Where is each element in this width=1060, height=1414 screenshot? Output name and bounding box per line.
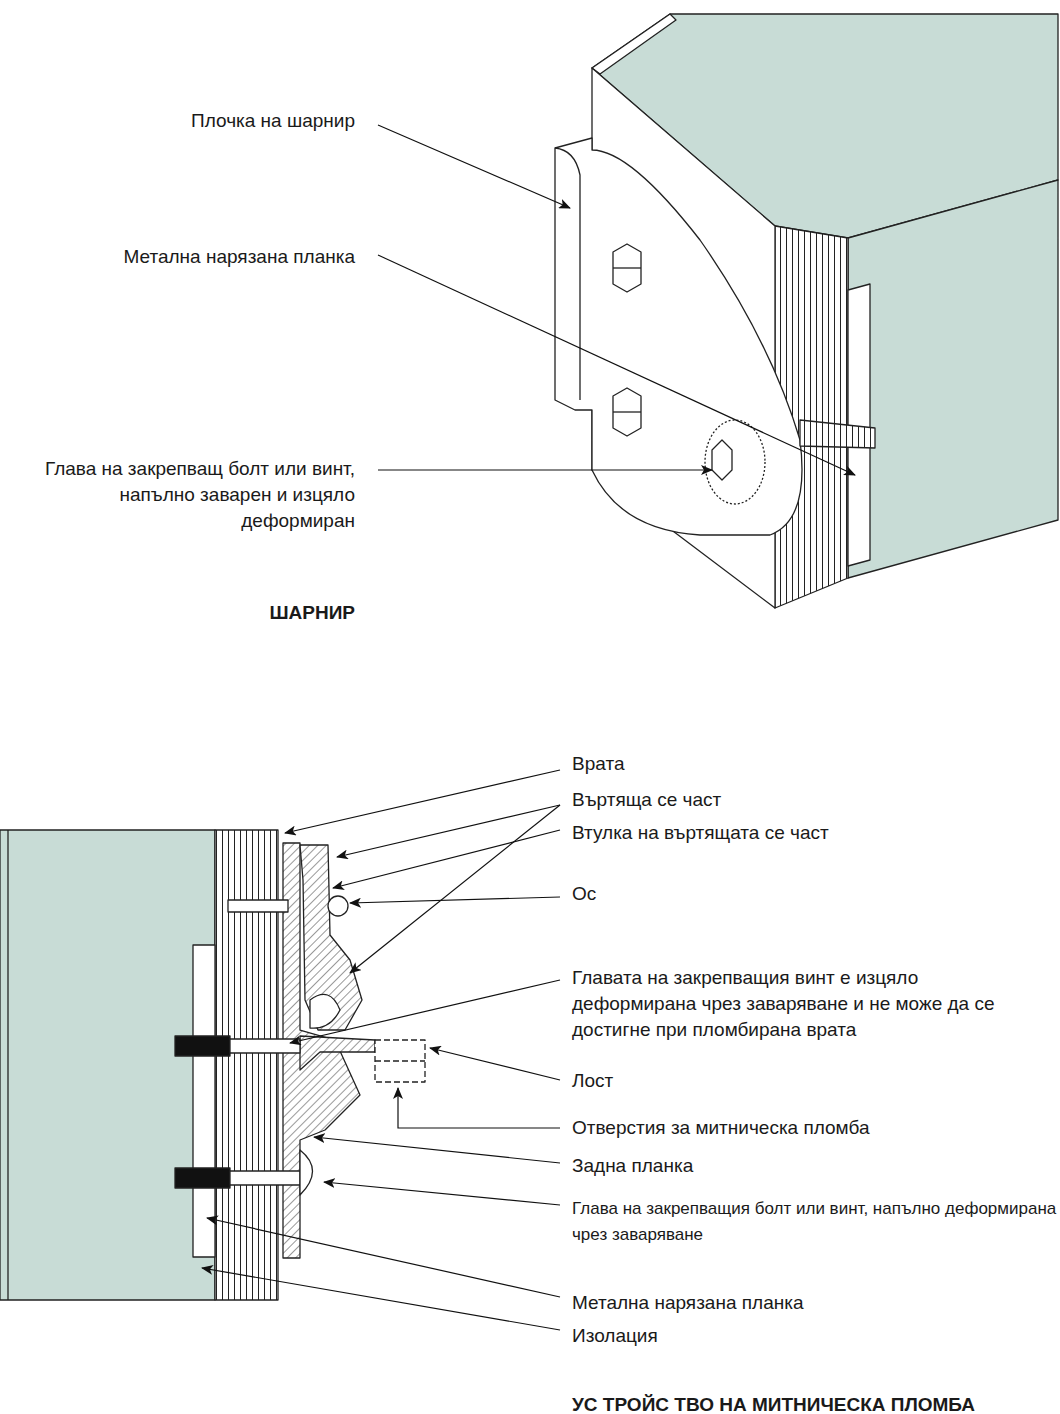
part-label: Врата [572, 751, 624, 777]
part-label: Ос [572, 881, 596, 907]
part-label: Отверстия за митническа пломба [572, 1115, 869, 1141]
part-label: Метална нарязана планка [572, 1290, 804, 1316]
part-label: Главата на закрепващия винт е изцяло деф… [572, 965, 1022, 1043]
part-label: Глава на закрепващия болт или винт, напъ… [572, 1196, 1057, 1248]
part-label: Плочка на шарнир [191, 108, 355, 134]
part-label: Изолация [572, 1323, 658, 1349]
part-label: Глава на закрепващ болт или винт, напълн… [15, 456, 355, 534]
part-label: Лост [572, 1068, 613, 1094]
figure-heading: ШАРНИР [269, 600, 355, 626]
part-label: Въртяща се част [572, 787, 721, 813]
part-label: Втулка на въртящата се част [572, 820, 829, 846]
figure-heading: УС ТРОЙС ТВО НА МИТНИЧЕСКА ПЛОМБА [572, 1392, 975, 1414]
part-label: Метална нарязана планка [123, 244, 355, 270]
part-label: Задна планка [572, 1153, 693, 1179]
